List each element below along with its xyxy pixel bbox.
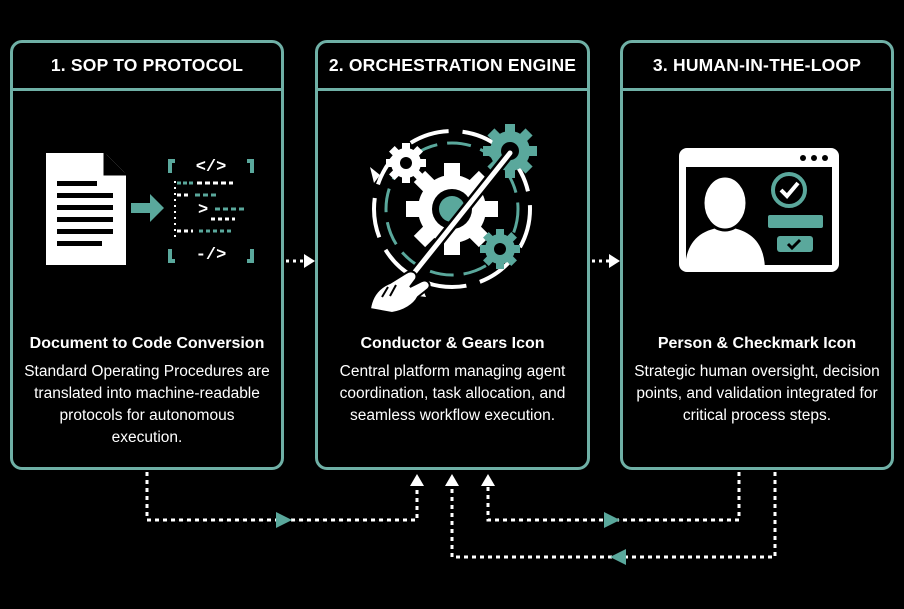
arrowhead-up: [445, 474, 459, 486]
document-to-code-icon: </> > -/>: [13, 91, 281, 341]
panel-title: Conductor & Gears Icon: [360, 335, 545, 352]
person-checkmark-icon: [623, 91, 891, 341]
arrowhead-up: [481, 474, 495, 486]
teal-gear-icon: [480, 229, 520, 269]
arrow-glyph: >: [198, 201, 208, 220]
panel-description: Strategic human oversight, decision poin…: [634, 363, 880, 424]
panel-human-in-the-loop: 3. HUMAN-IN-THE-LOOP: [620, 40, 894, 470]
arrowhead-teal-left: [610, 549, 626, 565]
panel-header: 1. SOP TO PROTOCOL: [13, 43, 281, 91]
document-icon: [46, 153, 126, 265]
code-icon: </> > -/>: [168, 158, 254, 265]
small-gear-icon: [386, 143, 426, 183]
connector-arrow-1-2: [286, 254, 315, 268]
panel-description: Central platform managing agent coordina…: [339, 363, 566, 424]
arrowhead-teal-right: [276, 512, 292, 528]
conductor-gears-icon: [318, 91, 587, 341]
feedback-loop-3-to-2: [450, 472, 777, 559]
close-tag-glyph: -/>: [196, 246, 227, 265]
conductor-hand-icon: [368, 270, 431, 315]
feedback-loop-1-to-2: [145, 472, 419, 522]
checked-box-icon: [777, 236, 813, 252]
connector-arrow-2-3: [592, 254, 620, 268]
panel-sop-to-protocol: 1. SOP TO PROTOCOL <: [10, 40, 284, 470]
panel-description: Standard Operating Procedures are transl…: [24, 363, 270, 446]
panel-title: Person & Checkmark Icon: [657, 335, 857, 352]
checkmark-icon: [771, 172, 807, 208]
person-icon: [685, 174, 765, 271]
panel-title: Document to Code Conversion: [29, 335, 265, 352]
arrowhead-teal-right: [604, 512, 620, 528]
convert-arrow-icon: [131, 194, 164, 222]
panel-orchestration-engine: 2. ORCHESTRATION ENGINE: [315, 40, 590, 470]
panel-header: 3. HUMAN-IN-THE-LOOP: [623, 43, 891, 91]
arrowhead-up: [410, 474, 424, 486]
open-tag-glyph: </>: [196, 158, 227, 177]
panel-header: 2. ORCHESTRATION ENGINE: [318, 43, 587, 91]
